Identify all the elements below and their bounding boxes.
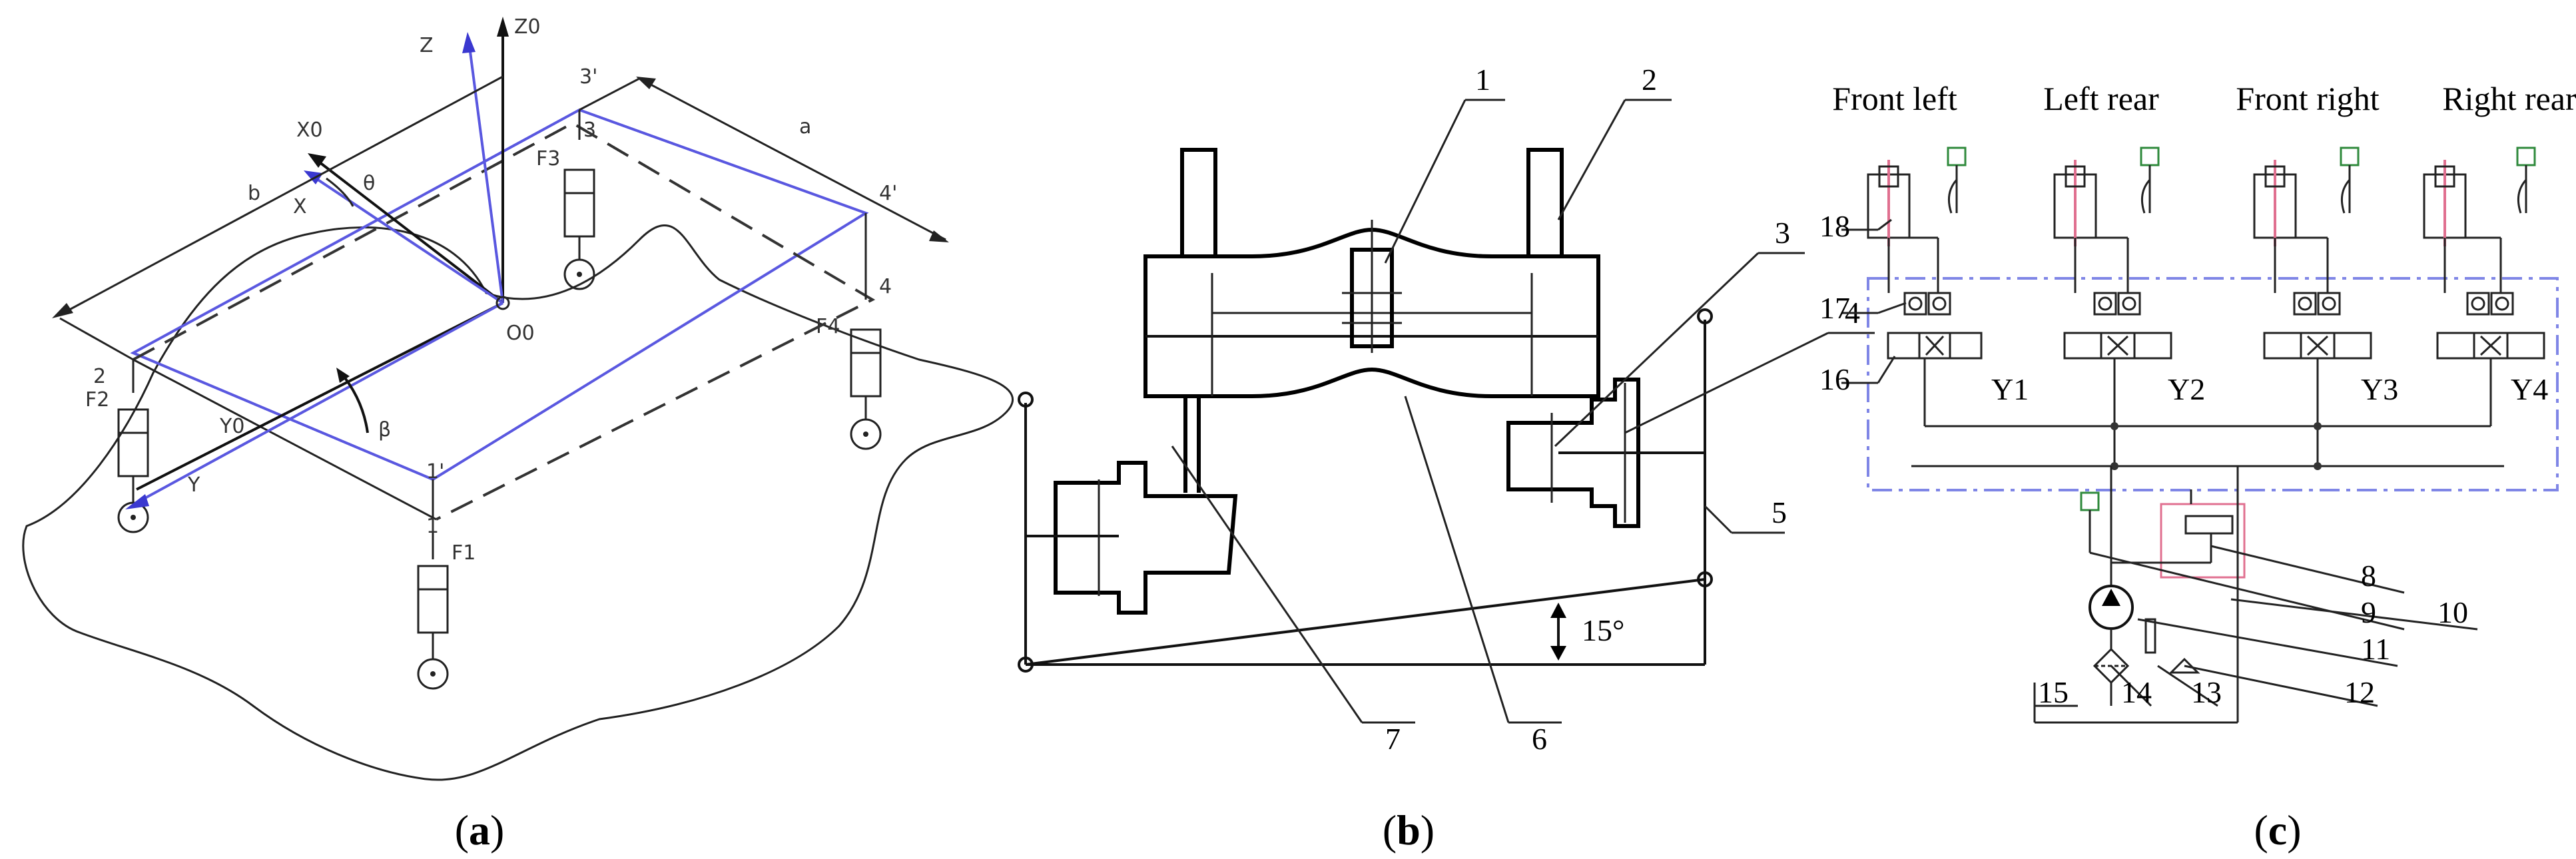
right-upright xyxy=(1526,148,1564,258)
terrain-outline xyxy=(22,224,1014,781)
f2-label: F2 xyxy=(85,388,109,412)
actuator-f2 xyxy=(117,408,149,533)
svg-text:12: 12 xyxy=(2344,675,2375,709)
thermometer-icon xyxy=(2168,657,2200,674)
corner-3p-label: 3' xyxy=(579,65,597,89)
callouts-c: 18 17 16 8 9 10 11 12 13 14 15 xyxy=(1819,209,2468,709)
svg-text:6: 6 xyxy=(1532,722,1547,756)
dim-b-label: b xyxy=(248,182,260,205)
channel-3 xyxy=(2253,146,2372,466)
x0-label: X0 xyxy=(296,119,323,142)
y-label: Y xyxy=(187,473,200,497)
actuator-f4 xyxy=(850,328,882,450)
svg-text:5: 5 xyxy=(1771,495,1787,529)
panel-c: Front left Left rear Front right Right r… xyxy=(1819,80,2576,854)
svg-text:11: 11 xyxy=(2361,632,2390,666)
left-wheel-hub xyxy=(1054,461,1238,615)
relief-valve xyxy=(2160,503,2246,579)
dim-a-label: a xyxy=(799,115,811,139)
svg-text:3: 3 xyxy=(1775,216,1790,250)
dim-b-line xyxy=(63,75,503,314)
actuator-f3 xyxy=(563,168,595,290)
svg-text:15: 15 xyxy=(2038,675,2069,709)
corner-1p-label: 1' xyxy=(426,460,444,483)
wheel-title-left-rear: Left rear xyxy=(2043,80,2159,117)
corner-3-label: 3 xyxy=(583,119,596,142)
svg-text:8: 8 xyxy=(2361,559,2376,593)
o0-label: O0 xyxy=(506,322,535,345)
wheel-title-front-right: Front right xyxy=(2236,80,2379,117)
valve-label-y3: Y3 xyxy=(2361,372,2398,406)
left-upright xyxy=(1180,148,1217,258)
front-edge xyxy=(133,358,437,521)
beta-label: β xyxy=(378,418,391,441)
corner-4-label: 4 xyxy=(879,275,892,298)
angle-label: 15° xyxy=(1582,613,1624,647)
svg-text:17: 17 xyxy=(1819,291,1850,325)
tilt-link xyxy=(1025,578,1706,666)
svg-text:2: 2 xyxy=(1642,63,1657,97)
y-arrow-icon xyxy=(125,494,149,509)
callouts-b: 1 2 3 4 5 6 7 xyxy=(1385,63,1860,756)
corner-4p-label: 4' xyxy=(879,182,897,205)
x0-arrow-icon xyxy=(308,153,326,168)
svg-text:13: 13 xyxy=(2191,675,2222,709)
channel-1 xyxy=(1867,146,1983,426)
valve-label-y4: Y4 xyxy=(2511,372,2548,406)
svg-text:10: 10 xyxy=(2437,595,2468,629)
origin-point xyxy=(495,296,510,310)
valve-label-y2: Y2 xyxy=(2168,372,2205,406)
corner-2-label: 2 xyxy=(93,365,106,388)
channel-2 xyxy=(2053,146,2172,466)
z0-arrow-icon xyxy=(497,17,509,37)
caption-b: (b) xyxy=(1383,806,1435,854)
base-plane-dashed xyxy=(133,121,876,521)
corner-1-label: 1 xyxy=(426,515,439,538)
actuator-f1 xyxy=(417,565,449,690)
theta-label: θ xyxy=(363,172,375,195)
panel-b: 15° 1 2 3 4 5 6 7 (b) xyxy=(1018,63,1875,854)
x0-axis xyxy=(315,158,504,304)
channel-4 xyxy=(2423,146,2545,426)
dim-a-line xyxy=(639,77,946,241)
z-arrow-icon xyxy=(462,32,476,53)
svg-text:18: 18 xyxy=(1819,209,1850,243)
svg-text:9: 9 xyxy=(2361,595,2376,629)
y-axis xyxy=(136,302,503,504)
caption-c: (c) xyxy=(2254,806,2301,854)
z-axis xyxy=(468,46,504,304)
right-wheel-hub xyxy=(1506,378,1640,528)
f4-label: F4 xyxy=(816,315,840,338)
y0-label: Y0 xyxy=(219,415,244,438)
theta-arc-icon xyxy=(326,177,354,207)
panel-a: Z0 Z X0 X θ Y0 Y O0 β b a 1' 1 2 3' 3 4'… xyxy=(22,15,1014,854)
wheel-title-right-rear: Right rear xyxy=(2442,80,2576,117)
f3-label: F3 xyxy=(536,147,560,170)
wheel-title-front-left: Front left xyxy=(1832,80,1957,117)
control-block xyxy=(1867,277,2559,491)
caption-a: (a) xyxy=(455,806,505,854)
axle-housing xyxy=(1143,227,1600,398)
svg-text:1: 1 xyxy=(1475,63,1490,97)
z0-label: Z0 xyxy=(514,15,541,39)
x-axis xyxy=(312,175,504,304)
svg-text:16: 16 xyxy=(1819,362,1850,396)
svg-text:14: 14 xyxy=(2121,675,2152,709)
y0-axis xyxy=(136,302,503,491)
x-label: X xyxy=(293,195,307,218)
f1-label: F1 xyxy=(452,541,476,565)
z-label: Z xyxy=(420,34,434,57)
valve-label-y1: Y1 xyxy=(1991,372,2029,406)
svg-text:7: 7 xyxy=(1385,722,1401,756)
